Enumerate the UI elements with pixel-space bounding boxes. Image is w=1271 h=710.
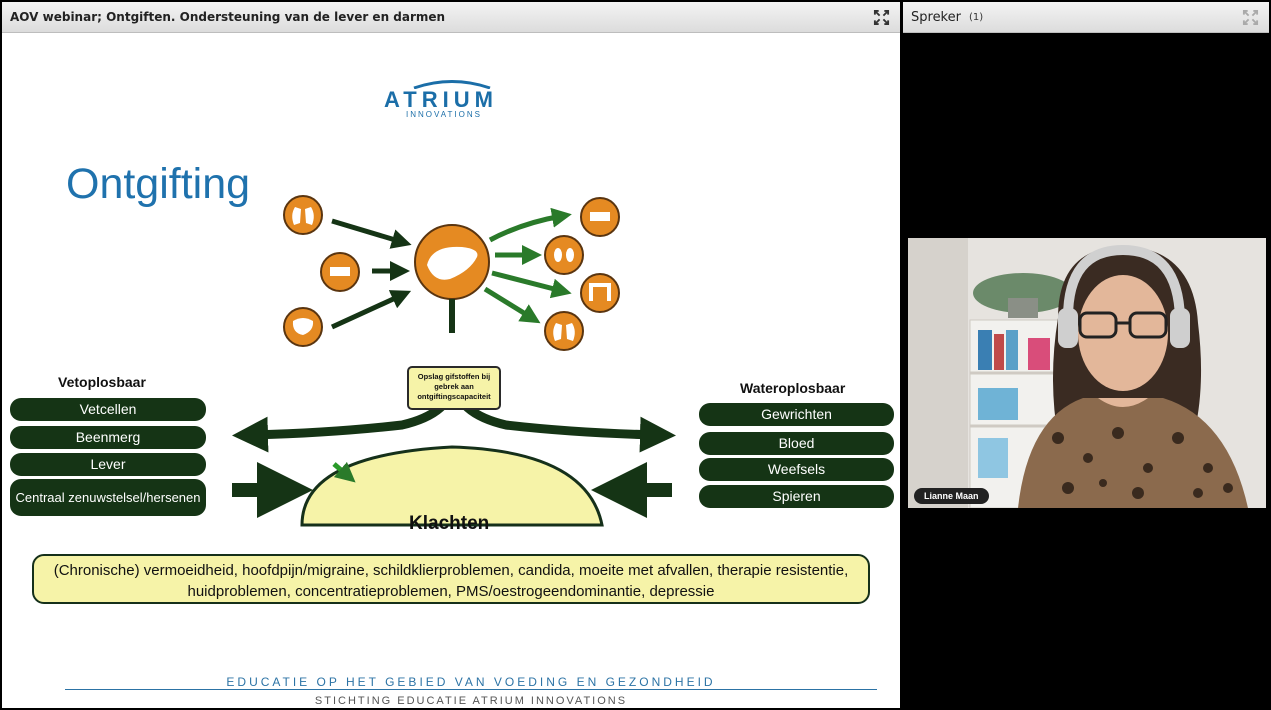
speaker-pod-title: Spreker [911,9,961,25]
left-item: Centraal zenuwstelsel/hersenen [10,479,206,516]
skin-icon-right [580,197,620,237]
atrium-logo: ATRIUM [384,87,498,112]
speaker-video-frame [908,238,1266,508]
left-item: Beenmerg [10,426,206,449]
left-item: Vetcellen [10,398,206,421]
footer-divider [65,689,877,690]
outgoing-arrows [483,207,572,324]
right-item: Bloed [699,432,894,455]
right-item: Weefsels [699,458,894,481]
speaker-video: Lianne Maan [908,238,1266,508]
share-pod-title: AOV webinar; Ontgiften. Ondersteuning va… [10,10,446,24]
right-item: Gewrichten [699,403,894,426]
klachten-dome [300,445,604,527]
atrium-logo-sub: INNOVATIONS [406,110,482,119]
left-group-title: Vetoplosbaar [58,374,146,390]
right-group-title: Wateroplosbaar [740,380,846,396]
slide-title: Ontgifting [66,160,251,208]
liver-icon [414,224,490,300]
speaker-count: (1) [968,11,984,23]
footer-tagline: EDUCATIE OP HET GEBIED VAN VOEDING EN GE… [226,675,716,689]
kidneys-icon [544,235,584,275]
footer-org: STICHTING EDUCATIE ATRIUM INNOVATIONS [314,695,628,707]
small-green-arrow [332,461,356,483]
logo-arc [413,80,491,89]
right-item: Spieren [699,485,894,508]
share-pod: AOV webinar; Ontgiften. Ondersteuning va… [2,2,900,708]
complaints-banner: (Chronische) vermoeidheid, hoofdpijn/mig… [32,554,870,604]
expand-arrows-icon[interactable] [1242,9,1259,26]
presentation-slide: ATRIUM INNOVATIONS Ontgifting [2,35,900,708]
lungs-icon-top-left [283,195,323,235]
share-pod-header: AOV webinar; Ontgiften. Ondersteuning va… [2,2,900,33]
klachten-label: Klachten [409,513,490,534]
skin-icon-left [320,252,360,292]
expand-arrows-icon[interactable] [873,9,890,26]
speaker-pod: Spreker (1) [903,2,1269,708]
detox-diagram [232,195,676,527]
colon-icon [580,273,620,313]
left-item: Lever [10,453,206,476]
speaker-name-tag: Lianne Maan [914,488,989,504]
speaker-pod-header: Spreker (1) [903,2,1269,33]
storage-box: Opslag gifstoffen bij gebrek aan ontgift… [407,366,501,410]
intestine-icon-left [283,307,323,347]
incoming-arrows [330,218,412,330]
lungs-icon-right [544,311,584,351]
